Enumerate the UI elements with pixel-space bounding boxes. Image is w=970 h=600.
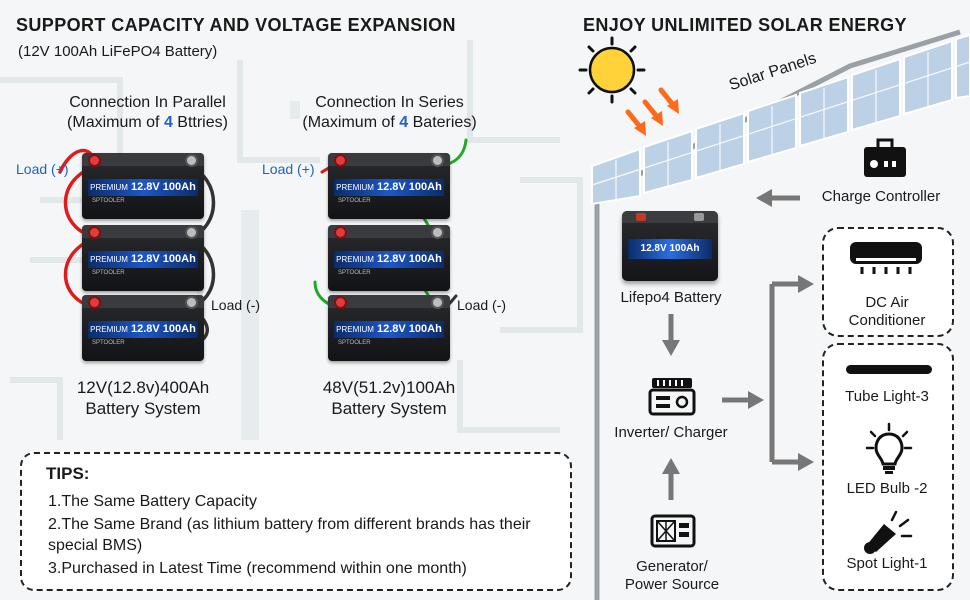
negative-terminal (187, 228, 196, 237)
charge-controller-label: Charge Controller (821, 188, 941, 205)
parallel-load-positive: Load (+) (16, 161, 69, 177)
battery-brand: SPTOOLER (92, 270, 125, 276)
battery-prefix: PREMIUM (336, 325, 374, 334)
series-battery-1: PREMIUM 12.8V 100Ah SPTOOLER (328, 153, 450, 219)
battery-brand: SPTOOLER (92, 340, 125, 346)
flow-arrows (662, 189, 814, 500)
inverter-label: Inverter/ Charger (614, 424, 728, 441)
battery-prefix: PREMIUM (90, 183, 128, 192)
parallel-title-line2: (Maximum of 4 Bttries) (40, 113, 255, 133)
battery-brand: SPTOOLER (338, 340, 371, 346)
negative-terminal (187, 298, 196, 307)
inverter-icon (648, 378, 696, 416)
dc-air-conditioner-label: DC Air Conditioner (822, 294, 952, 330)
left-subheader: (12V 100Ah LiFePO4 Battery) (18, 43, 218, 60)
lifepo4-battery-label: Lifepo4 Battery (620, 289, 722, 306)
tip-item-2: 2.The Same Brand (as lithium battery fro… (48, 516, 531, 554)
parallel-max-suffix: Bttries) (172, 114, 228, 131)
series-title-line1: Connection In Series (315, 94, 464, 111)
spot-light-icon (864, 510, 913, 554)
series-max-prefix: (Maximum of (302, 114, 400, 131)
parallel-system-line1: 12V(12.8v)400Ah (76, 378, 210, 397)
battery-brand: SPTOOLER (338, 198, 371, 204)
lifepo4-battery-rating: 12.8V 100Ah (628, 239, 712, 259)
battery-rating: 12.8V 100Ah (377, 323, 442, 335)
battery-prefix: PREMIUM (90, 255, 128, 264)
series-load-negative: Load (-) (457, 297, 507, 313)
air-conditioner-icon (850, 242, 922, 274)
battery-prefix: PREMIUM (90, 325, 128, 334)
generator-label: Generator/ Power Source (610, 558, 734, 594)
positive-terminal (336, 298, 345, 307)
series-title: Connection In Series (Maximum of 4 Bater… (282, 93, 497, 133)
parallel-battery-1: PREMIUM 12.8V 100Ah SPTOOLER (82, 153, 204, 219)
dc-air-line1: DC Air (865, 294, 909, 311)
positive-terminal (90, 156, 99, 165)
series-system-line1: 48V(51.2v)100Ah (322, 378, 456, 397)
generator-line1: Generator/ (636, 558, 708, 575)
parallel-title: Connection In Parallel (Maximum of 4 Btt… (40, 93, 255, 133)
led-bulb-icon (865, 422, 913, 474)
battery-rating: 12.8V 100Ah (131, 323, 196, 335)
series-system-label: 48V(51.2v)100Ah Battery System (304, 377, 474, 419)
positive-terminal (336, 156, 345, 165)
parallel-max-prefix: (Maximum of (67, 114, 164, 131)
battery-rating: 12.8V 100Ah (131, 253, 196, 265)
led-bulb-label: LED Bulb -2 (846, 480, 928, 497)
battery-brand: SPTOOLER (338, 270, 371, 276)
series-title-line2: (Maximum of 4 Bateries) (282, 113, 497, 133)
parallel-title-line1: Connection In Parallel (69, 94, 226, 111)
charge-controller-icon (864, 138, 906, 177)
parallel-system-label: 12V(12.8v)400Ah Battery System (58, 377, 228, 419)
right-header: ENJOY UNLIMITED SOLAR ENERGY (583, 15, 907, 35)
battery-brand: SPTOOLER (92, 198, 125, 204)
tip-item-1: 1.The Same Battery Capacity (48, 493, 257, 510)
positive-terminal (90, 298, 99, 307)
battery-rating: 12.8V 100Ah (131, 181, 196, 193)
tips-title: TIPS: (46, 464, 90, 483)
series-load-positive: Load (+) (262, 161, 315, 177)
tube-light-label: Tube Light-3 (845, 388, 929, 405)
tips-box: TIPS: 1.The Same Battery Capacity 2.The … (20, 452, 572, 591)
generator-icon (650, 514, 696, 548)
generator-line2: Power Source (624, 576, 720, 593)
battery-rating: 12.8V 100Ah (377, 253, 442, 265)
series-battery-3: PREMIUM 12.8V 100Ah SPTOOLER (328, 295, 450, 361)
tip-item-3: 3.Purchased in Latest Time (recommend wi… (48, 560, 467, 577)
negative-terminal (187, 156, 196, 165)
positive-terminal (90, 228, 99, 237)
series-battery-2: PREMIUM 12.8V 100Ah SPTOOLER (328, 225, 450, 291)
battery-prefix: PREMIUM (336, 183, 374, 192)
series-max-suffix: Bateries) (408, 114, 477, 131)
series-system-line2: Battery System (331, 399, 447, 418)
parallel-battery-2: PREMIUM 12.8V 100Ah SPTOOLER (82, 225, 204, 291)
left-header: SUPPORT CAPACITY AND VOLTAGE EXPANSION (16, 15, 456, 35)
dc-air-line2: Conditioner (848, 312, 926, 329)
sun-icon (578, 36, 646, 104)
positive-terminal (336, 228, 345, 237)
spot-light-label: Spot Light-1 (846, 555, 928, 572)
parallel-load-negative: Load (-) (211, 297, 261, 313)
battery-prefix: PREMIUM (336, 255, 374, 264)
parallel-max-number: 4 (163, 114, 173, 131)
sun-ray-arrows (625, 87, 679, 136)
negative-terminal (433, 156, 442, 165)
negative-terminal (433, 228, 442, 237)
parallel-battery-3: PREMIUM 12.8V 100Ah SPTOOLER (82, 295, 204, 361)
series-max-number: 4 (399, 114, 409, 131)
battery-rating: 12.8V 100Ah (377, 181, 442, 193)
parallel-system-line2: Battery System (85, 399, 201, 418)
tube-light-icon (846, 365, 932, 374)
negative-terminal (433, 298, 442, 307)
lifepo4-battery-image: 12.8V 100Ah (622, 211, 718, 281)
